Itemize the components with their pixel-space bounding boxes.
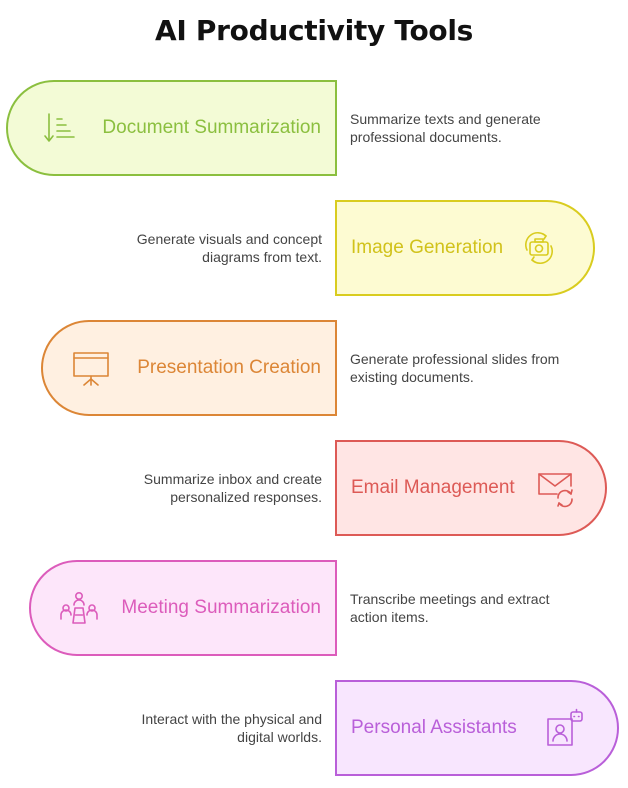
pill-label: Image Generation bbox=[351, 237, 504, 258]
pill-label: Meeting Summarization bbox=[121, 597, 321, 618]
presentation-board-icon-svg bbox=[73, 352, 109, 386]
robot-assistant-icon bbox=[543, 706, 587, 750]
page-title: AI Productivity Tools bbox=[154, 14, 473, 47]
mail-sync-icon-svg bbox=[538, 473, 573, 508]
camera-rotate-icon bbox=[517, 226, 561, 270]
pill-label: Personal Assistants bbox=[351, 717, 517, 738]
pill-label: Presentation Creation bbox=[137, 357, 321, 378]
description-image-generation: Generate visuals and concept diagrams fr… bbox=[136, 231, 322, 265]
pill-image-generation: Image Generation bbox=[335, 200, 595, 296]
sort-down-icon-svg bbox=[44, 113, 75, 142]
presentation-board-icon bbox=[69, 346, 113, 390]
camera-rotate-icon-svg bbox=[524, 231, 554, 265]
sort-down-icon bbox=[38, 106, 82, 150]
mail-sync-icon bbox=[533, 466, 577, 510]
description-document-summarization: Summarize texts and generate professiona… bbox=[350, 111, 541, 145]
description-personal-assistants: Interact with the physical and digital w… bbox=[141, 711, 322, 745]
pill-meeting-summarization: Meeting Summarization bbox=[29, 560, 337, 656]
description-email-management: Summarize inbox and create personalized … bbox=[143, 471, 322, 505]
pill-label: Document Summarization bbox=[102, 117, 321, 138]
meeting-people-icon-svg bbox=[60, 592, 98, 624]
pill-presentation-creation: Presentation Creation bbox=[41, 320, 337, 416]
meeting-people-icon bbox=[57, 586, 101, 630]
description-presentation-creation: Generate professional slides from existi… bbox=[350, 351, 560, 385]
pill-label: Email Management bbox=[351, 477, 515, 498]
pill-personal-assistants: Personal Assistants bbox=[335, 680, 619, 776]
pill-email-management: Email Management bbox=[335, 440, 607, 536]
description-meeting-summarization: Transcribe meetings and extract action i… bbox=[350, 591, 550, 625]
robot-assistant-icon-svg bbox=[547, 708, 583, 746]
pill-document-summarization: Document Summarization bbox=[6, 80, 337, 176]
